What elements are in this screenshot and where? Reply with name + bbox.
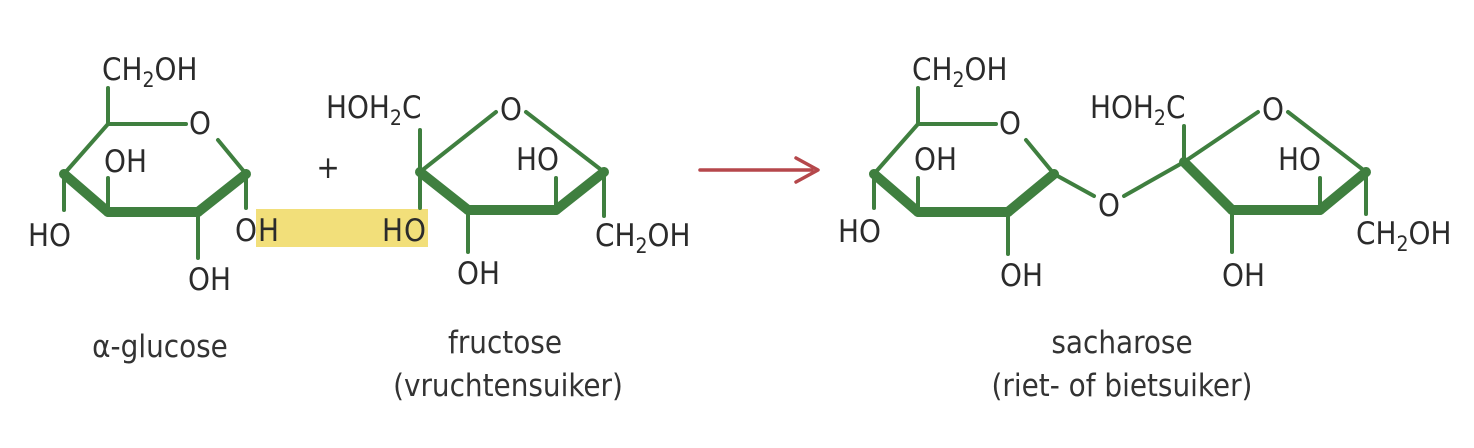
fructose-ho-h: H	[382, 213, 403, 249]
sucrose-glc-upper-oh: OH	[914, 142, 957, 178]
plus-sign: +	[316, 150, 339, 186]
sucrose-glc-ch2oh-label: CH2OH	[912, 52, 1007, 92]
glucose-ring-oxygen: O	[189, 106, 211, 142]
fructose-upper-ho: HO	[516, 142, 559, 178]
sucrose-fru-bond-o-c5	[1286, 110, 1368, 174]
fructose-caption-line2: (vruchtensuiker)	[393, 368, 623, 404]
sucrose-fru-upper-ho: HO	[1278, 142, 1321, 178]
fructose-ho-o: O	[404, 213, 426, 249]
sucrose-fru-ch2oh-label: CH2OH	[1356, 216, 1451, 256]
fructose-bottom-oh: OH	[457, 256, 500, 292]
fructose-bond-c2-c3	[415, 167, 473, 215]
fructose-bond-c4-c5	[551, 167, 609, 215]
glucose-anomeric-o: O	[235, 213, 257, 249]
water-elimination-highlight	[256, 209, 428, 247]
glycosidic-oxygen: O	[1098, 188, 1120, 224]
fructose-ch2oh-label: CH2OH	[595, 218, 690, 258]
sucrose-glc-left-ho: HO	[838, 214, 881, 250]
sucrose-fru-hoh2c-label: HOH2C	[1090, 90, 1185, 130]
fructose-caption-line1: fructose	[448, 325, 562, 361]
sucrose-glc-bond-c4-c3	[869, 169, 923, 217]
sucrose-caption-line2: (riet- of bietsuiker)	[992, 368, 1253, 404]
sucrose-molecule: CH2OH O OH HO OH O HOH2C O HO OH CH2OH	[838, 52, 1451, 294]
glucose-molecule: CH2OH O OH HO OH	[28, 52, 251, 298]
glucose-caption: α-glucose	[92, 329, 228, 365]
glucose-bond-c2-c1	[193, 169, 251, 217]
fructose-bond-c2-o	[418, 110, 498, 174]
glucose-anomeric-h: H	[258, 213, 279, 249]
fructose-bond-o-c5	[524, 110, 606, 174]
sucrose-glc-bond-c5-c4	[872, 122, 920, 176]
glycosidic-bond-right	[1122, 160, 1186, 198]
sucrose-fru-bond-c4-c5	[1315, 167, 1371, 215]
sucrose-glc-ring-oxygen: O	[999, 106, 1021, 142]
glucose-left-ho: HO	[28, 218, 71, 254]
fructose-ring-oxygen: O	[500, 92, 522, 128]
sucrose-glc-bond-o-c1	[1024, 138, 1056, 176]
sucrose-glc-bottom-oh: OH	[1000, 258, 1043, 294]
sucrose-fru-bottom-oh: OH	[1222, 258, 1265, 294]
sucrose-caption-line1: sacharose	[1051, 325, 1192, 361]
fructose-molecule: HOH2C O H O HO OH CH2OH	[326, 90, 690, 292]
glucose-bond-c4-c3	[59, 169, 113, 217]
glucose-bottom-oh: OH	[188, 262, 231, 298]
sucrose-fru-bond-c2-o	[1182, 110, 1260, 164]
sucrose-fru-ring-oxygen: O	[1262, 92, 1284, 128]
glucose-ch2oh-label: CH2OH	[102, 52, 197, 92]
glucose-bond-c5-c4	[62, 122, 110, 176]
reaction-arrow	[698, 156, 820, 184]
glucose-bond-o-c1	[216, 138, 248, 176]
glycosidic-bond-left	[1052, 172, 1096, 198]
sucrose-glc-bond-c2-c1	[1003, 169, 1059, 217]
sucrose-fru-bond-c2-c3	[1179, 157, 1237, 215]
glucose-upper-oh: OH	[104, 144, 147, 180]
fructose-hoh2c-label: HOH2C	[326, 90, 421, 130]
